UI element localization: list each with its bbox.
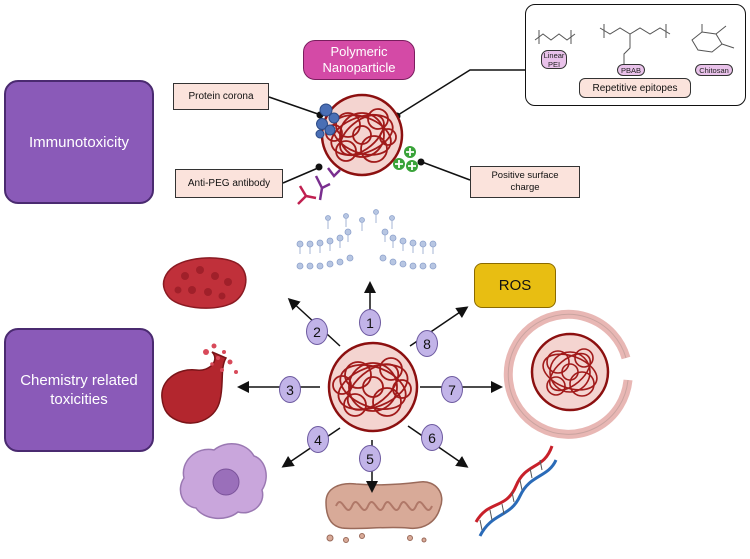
immunotoxicity-category: Immunotoxicity	[4, 80, 154, 204]
polymer-label-pbab: PBAB	[617, 64, 645, 76]
top-nanoparticle-icon	[320, 93, 404, 177]
repetitive-epitopes-panel	[525, 4, 746, 106]
linear-pei-structure-icon	[534, 30, 576, 44]
chitosan-structure-icon	[691, 24, 735, 53]
polymer-label-chitosan: Chitosan	[695, 64, 733, 76]
pathway-number-7: 7	[441, 376, 463, 403]
lipid-bilayer-icon	[296, 209, 437, 270]
pathway-number-3: 3	[279, 376, 301, 403]
connector-lines	[268, 69, 525, 184]
red-blood-cell-icon	[161, 343, 238, 424]
positive-surface-charge-label: Positive surface charge	[470, 166, 580, 198]
mitochondrion-icon	[325, 481, 443, 543]
dna-icon	[474, 445, 558, 537]
pathway-number-8: 8	[416, 330, 438, 357]
ros-box: ROS	[474, 263, 556, 308]
protein-corona-label: Protein corona	[173, 83, 269, 110]
pathway-number-6: 6	[421, 424, 443, 451]
macrophage-icon	[179, 443, 267, 520]
polymer-label-linear-pei: Linear PEI	[541, 50, 567, 69]
anti-peg-antibody-label: Anti-PEG antibody	[175, 169, 283, 198]
nanoparticle-title: Polymeric Nanoparticle	[303, 40, 415, 80]
antibody-icon	[297, 167, 341, 205]
pathway-number-4: 4	[307, 426, 329, 453]
pathway-number-2: 2	[306, 318, 328, 345]
positive-charge-icon	[393, 146, 418, 172]
chemistry-toxicities-category: Chemistry related toxicities	[4, 328, 154, 452]
liver-tissue-icon	[162, 257, 247, 309]
protein-icon	[315, 103, 340, 139]
pathway-number-5: 5	[359, 445, 381, 472]
phagocytosed-nanoparticle-icon	[503, 309, 633, 439]
repetitive-epitopes-label: Repetitive epitopes	[579, 78, 691, 98]
central-nanoparticle-icon	[327, 341, 419, 433]
pathway-number-1: 1	[359, 309, 381, 336]
